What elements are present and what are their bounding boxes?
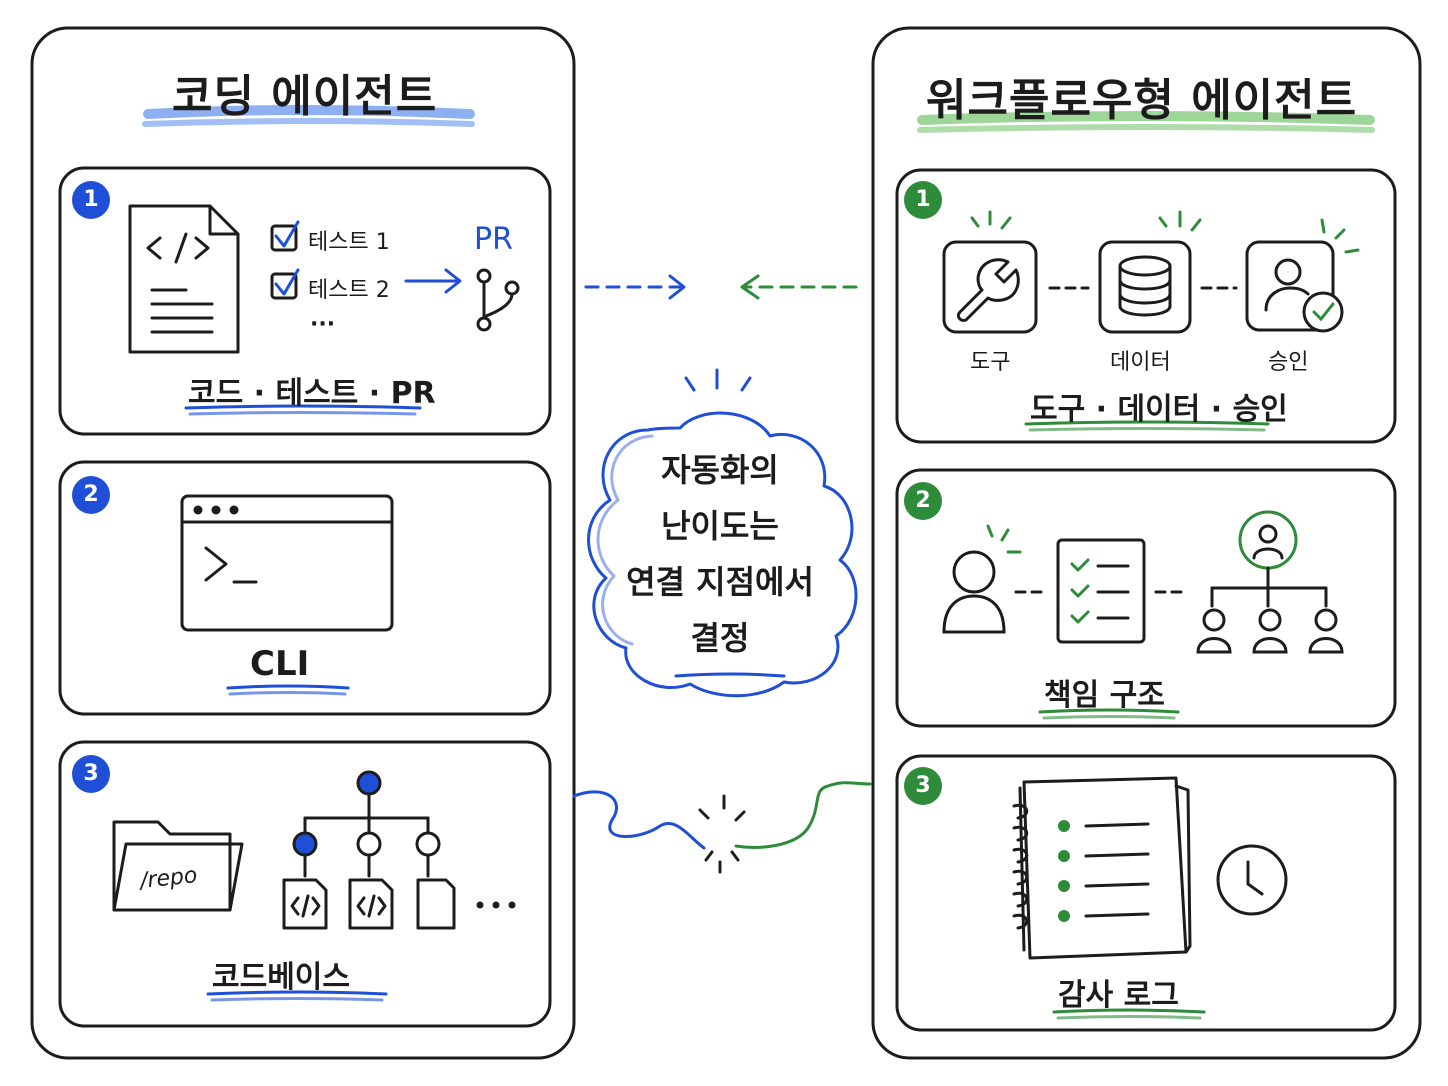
coding-card-1: [58, 166, 552, 436]
workflow-panel: [871, 26, 1422, 1060]
arrow-to-pr-icon: [404, 268, 462, 294]
data-label: 데이터: [1110, 350, 1171, 375]
workflow-panel-title: 워크플로우형 에이전트: [926, 75, 1358, 126]
database-icon: [1118, 255, 1172, 317]
test-1-label: 테스트 1: [308, 230, 390, 255]
coding-panel-title: 코딩 에이전트: [172, 71, 438, 122]
checkbox-icon: [270, 220, 300, 300]
workflow-card-1-caption: 도구 · 데이터 · 승인: [1030, 392, 1288, 427]
workflow-card-2-caption: 책임 구조: [1044, 678, 1165, 713]
coding-card-3-badge: 3: [72, 755, 110, 793]
workflow-card-3: [895, 754, 1397, 1032]
person-icon: [942, 550, 1006, 634]
workflow-card-2: [895, 468, 1397, 728]
workflow-card-1: [895, 168, 1397, 444]
database-icon-frame: [1098, 240, 1192, 334]
cloud-line-2: 난이도는: [661, 507, 779, 545]
cloud-line-1: 자동화의: [661, 451, 779, 489]
coding-card-2-caption: CLI: [250, 644, 310, 684]
code-file-icon: [128, 204, 240, 354]
coding-card-1-caption: 코드 · 테스트 · PR: [188, 376, 436, 411]
coding-card-2: [58, 460, 552, 716]
workflow-card-3-badge: 3: [904, 767, 942, 805]
org-chart-icon: [1196, 510, 1344, 654]
file-tree-icon: [282, 770, 456, 930]
notebook-icon: [1012, 776, 1192, 960]
coding-panel: [30, 26, 576, 1060]
cloud-message: 자동화의 난이도는 연결 지점에서 결정: [600, 442, 840, 666]
coding-card-1-badge: 1: [72, 181, 110, 219]
wrench-icon-frame: [942, 240, 1038, 334]
workflow-card-3-caption: 감사 로그: [1058, 978, 1179, 1013]
user-check-icon: [1264, 258, 1344, 333]
folder-icon: [112, 820, 244, 912]
terminal-icon: [180, 494, 394, 632]
pr-label: PR: [474, 222, 513, 257]
tests-ellipsis: ···: [310, 312, 336, 337]
cloud-line-4: 결정: [690, 619, 750, 657]
checklist-icon: [1056, 538, 1146, 644]
git-branch-icon: [476, 268, 520, 332]
test-2-label: 테스트 2: [308, 278, 390, 303]
coding-card-2-badge: 2: [72, 476, 110, 514]
workflow-card-1-badge: 1: [904, 181, 942, 219]
tool-label: 도구: [970, 350, 1011, 375]
idea-cloud: [587, 368, 858, 698]
user-check-icon-frame: [1245, 240, 1335, 332]
cloud-line-3: 연결 지점에서: [626, 563, 814, 601]
clock-icon: [1216, 844, 1288, 916]
approval-label: 승인: [1268, 350, 1309, 375]
coding-card-3: [58, 740, 552, 1028]
workflow-card-2-badge: 2: [904, 482, 942, 520]
coding-card-3-caption: 코드베이스: [212, 960, 350, 995]
wrench-icon: [956, 258, 1020, 322]
